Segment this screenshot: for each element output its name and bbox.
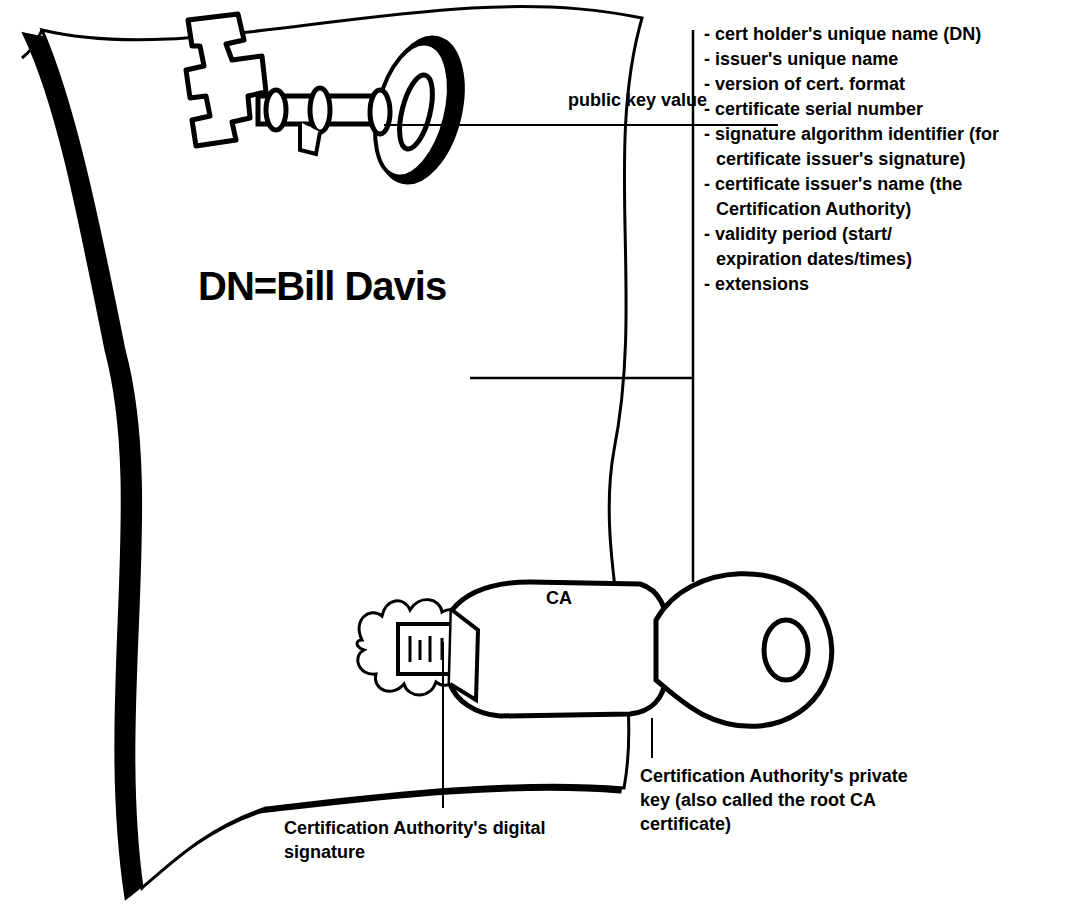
- callout-label: Certification Authority's private key (a…: [640, 764, 940, 836]
- ca-private-key-symbol: [450, 574, 832, 727]
- leader-line: [470, 377, 693, 380]
- scroll-sheet: [42, 7, 642, 888]
- field-item: - certificate issuer's name (the Certifi…: [704, 172, 1006, 222]
- field-list: - cert holder's unique name (DN)- issuer…: [704, 22, 1079, 297]
- field-item: - issuer's unique name: [704, 47, 1083, 72]
- callout-label: Certification Authority's digital signat…: [284, 816, 564, 864]
- leader-line: [651, 718, 653, 758]
- scroll-curl: [22, 30, 42, 58]
- field-item: - extensions: [704, 272, 1083, 297]
- field-item: - cert holder's unique name (DN): [704, 22, 1083, 47]
- holder-name: DN=Bill Davis: [198, 262, 446, 310]
- public-key-symbol: [186, 14, 477, 191]
- field-item: - certificate serial number: [704, 97, 1083, 122]
- bracket-line: [692, 30, 695, 582]
- field-item: - version of cert. format: [704, 72, 1083, 97]
- field-item: - signature algorithm identifier (for ce…: [704, 122, 1046, 172]
- callout-label: public key value: [568, 88, 788, 112]
- key-label: CA: [546, 586, 606, 610]
- field-item: - validity period (start/ expiration dat…: [704, 222, 976, 272]
- leader-line: [442, 642, 444, 808]
